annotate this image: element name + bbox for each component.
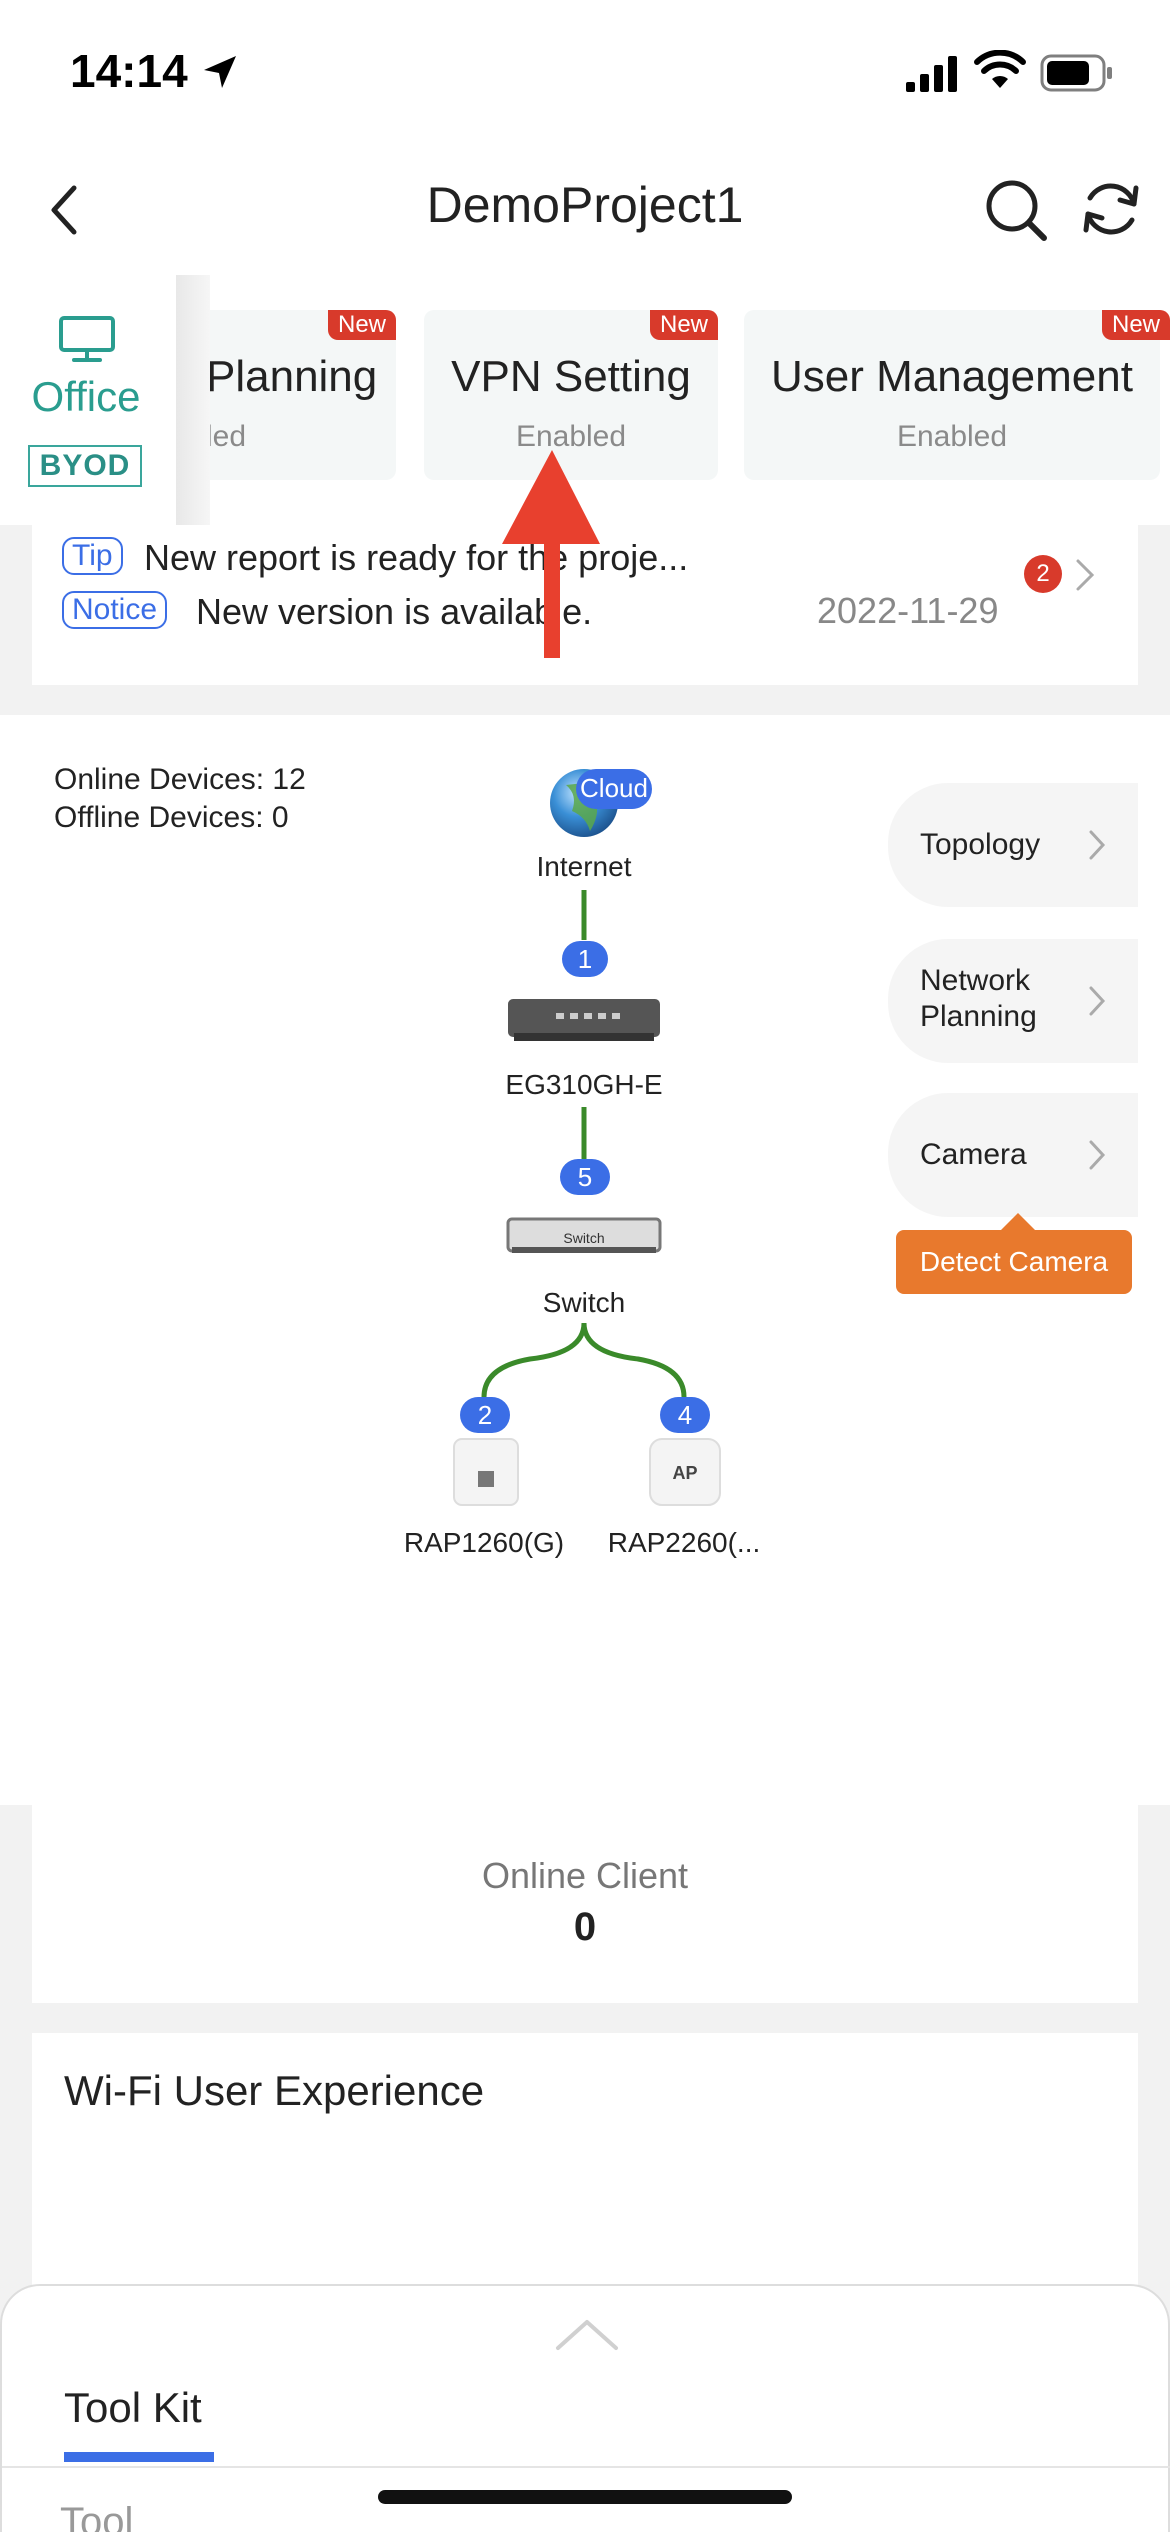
feature-card-vpn-setting[interactable]: VPN Setting Enabled New xyxy=(424,310,718,480)
divider-shadow xyxy=(176,275,210,525)
tool-section-label: Tool xyxy=(60,2500,134,2532)
topology-button-label: Topology xyxy=(920,828,1041,861)
chevron-right-icon xyxy=(1089,830,1106,860)
device-stats: Online Devices: 12 Offline Devices: 0 xyxy=(54,761,306,837)
network-planning-button-label: Network Planning xyxy=(920,964,1037,1033)
ap1-device-icon xyxy=(453,1438,519,1506)
feature-card-user-management[interactable]: User Management Enabled New xyxy=(744,310,1170,480)
link-switch-ap2 xyxy=(581,1322,687,1398)
gateway-count-badge: 1 xyxy=(562,941,608,977)
back-chevron-icon[interactable] xyxy=(40,180,90,240)
ap1-count-badge: 2 xyxy=(460,1397,510,1433)
divider xyxy=(2,2466,1170,2468)
scenario-office[interactable]: Office BYOD xyxy=(0,275,210,525)
detect-camera-pointer xyxy=(1000,1213,1036,1231)
status-time: 14:14 xyxy=(70,45,188,97)
chevron-right-icon xyxy=(1089,986,1106,1016)
notice-date: 2022-11-29 xyxy=(817,590,999,631)
feature-card-status: Enabled xyxy=(515,420,627,453)
svg-text:1: 1 xyxy=(578,944,592,974)
feature-card-status: Enabled xyxy=(896,420,1008,453)
camera-button-label: Camera xyxy=(920,1138,1027,1171)
svg-text:AP: AP xyxy=(672,1463,697,1483)
switch-name[interactable]: Switch xyxy=(542,1287,626,1318)
page-title: DemoProject1 xyxy=(426,177,744,233)
wifi-icon xyxy=(974,50,1026,88)
byod-badge: BYOD xyxy=(28,445,142,487)
chevron-right-icon xyxy=(1089,1140,1106,1170)
scenario-label: Office xyxy=(31,373,141,420)
network-planning-button[interactable]: Network Planning xyxy=(888,939,1138,1063)
feature-card-status: led xyxy=(206,420,247,453)
annotation-arrow-icon xyxy=(502,450,600,658)
svg-text:5: 5 xyxy=(578,1162,592,1192)
nav-bar: DemoProject1 xyxy=(0,150,1170,280)
offline-devices-count: Offline Devices: 0 xyxy=(54,801,289,834)
wifi-experience-title: Wi-Fi User Experience xyxy=(64,2067,485,2114)
switch-count-badge: 5 xyxy=(560,1159,610,1195)
gateway-device-icon xyxy=(508,999,660,1041)
topology-diagram: Cloud 1 5 2 4 xyxy=(453,769,721,1506)
search-icon[interactable] xyxy=(980,174,1050,244)
gateway-name[interactable]: EG310GH-E xyxy=(505,1069,663,1100)
notice-text-tip: New report is ready for the proje... xyxy=(144,537,689,578)
camera-button[interactable]: Camera xyxy=(888,1093,1138,1217)
tab-indicator xyxy=(64,2452,214,2462)
notice-text-version: New version is available. xyxy=(196,591,593,632)
svg-text:Cloud: Cloud xyxy=(580,773,648,803)
detect-camera-button[interactable]: Detect Camera xyxy=(896,1230,1132,1294)
new-badge: New xyxy=(327,310,396,340)
feature-card-title: VPN Setting xyxy=(451,352,691,401)
notice-tag: Notice xyxy=(62,591,168,629)
chevron-up-icon[interactable] xyxy=(554,2316,620,2352)
online-client-count: 0 xyxy=(573,1905,597,1949)
feature-card-title: User Management xyxy=(771,352,1133,401)
link-switch-ap1 xyxy=(481,1322,587,1398)
switch-device-icon: Switch xyxy=(506,1217,662,1253)
notice-panel[interactable]: Tip New report is ready for the proje...… xyxy=(32,525,1138,685)
home-indicator[interactable] xyxy=(378,2490,792,2504)
cloud-badge: Cloud xyxy=(576,769,652,809)
unread-count-badge: 2 xyxy=(1024,555,1062,593)
ap2-name[interactable]: RAP2260(... xyxy=(607,1527,761,1558)
topology-button[interactable]: Topology xyxy=(888,783,1138,907)
refresh-icon[interactable] xyxy=(1076,174,1146,244)
feature-card-title: Planning xyxy=(206,352,378,401)
new-badge: New xyxy=(1101,310,1170,340)
tab-toolkit[interactable]: Tool Kit xyxy=(64,2384,202,2431)
cellular-signal-icon xyxy=(906,56,957,92)
feature-strip: Planning led New VPN Setting Enabled New… xyxy=(0,275,1170,525)
online-client-panel[interactable]: Online Client 0 xyxy=(32,1805,1138,2003)
ap1-name[interactable]: RAP1260(G) xyxy=(403,1527,565,1558)
svg-text:4: 4 xyxy=(678,1400,692,1430)
internet-label: Internet xyxy=(536,851,632,882)
svg-text:2: 2 xyxy=(478,1400,492,1430)
chevron-right-icon xyxy=(1076,559,1095,591)
location-arrow-icon xyxy=(204,56,236,88)
status-bar: 14:14 xyxy=(0,0,1170,150)
online-client-label: Online Client xyxy=(481,1855,689,1896)
ap2-count-badge: 4 xyxy=(660,1397,710,1433)
battery-icon xyxy=(1040,54,1112,92)
online-devices-count: Online Devices: 12 xyxy=(54,763,306,796)
monitor-icon xyxy=(59,316,115,362)
svg-text:Switch: Switch xyxy=(563,1230,604,1246)
new-badge: New xyxy=(649,310,718,340)
ap2-device-icon: AP xyxy=(649,1438,721,1506)
tip-tag: Tip xyxy=(62,537,123,575)
